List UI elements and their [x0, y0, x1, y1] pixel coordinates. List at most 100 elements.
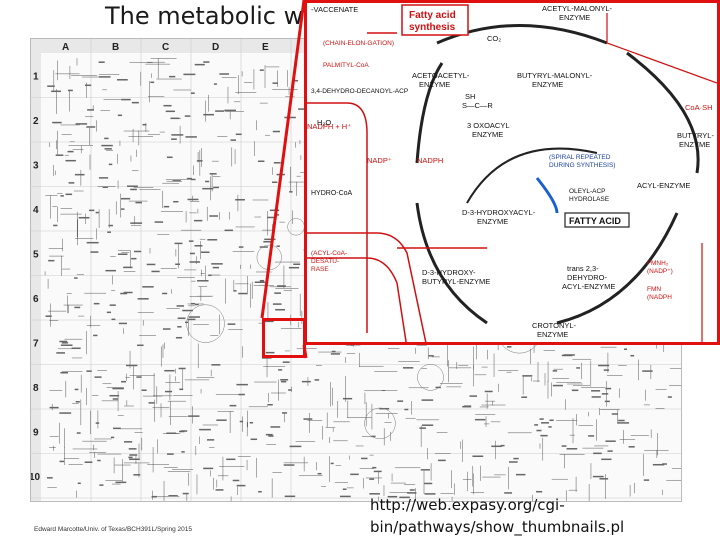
pathway-compound-label	[60, 371, 68, 374]
pathway-compound-label	[369, 493, 380, 495]
pathway-compound-label	[230, 139, 237, 141]
pathway-compound-label	[276, 173, 285, 176]
pathway-compound-label	[124, 441, 133, 443]
pathway-compound-label	[75, 401, 80, 403]
zoom-source-highlight	[262, 318, 306, 358]
pathway-compound-label	[74, 173, 85, 176]
dehydroacyl-label-3: ACYL-ENZYME	[562, 282, 615, 291]
column-label: A	[62, 42, 69, 53]
pathway-compound-label	[599, 478, 609, 480]
pathway-compound-label	[397, 400, 404, 402]
pathway-compound-label	[59, 340, 68, 343]
pathway-compound-label	[236, 484, 246, 487]
nadp-label: NADP⁺	[367, 156, 392, 165]
pathway-compound-label	[170, 117, 180, 120]
pathway-compound-label	[121, 380, 127, 383]
pathway-compound-label	[106, 311, 112, 314]
pathway-compound-label	[402, 367, 414, 369]
pathway-compound-label	[194, 245, 203, 247]
pathway-compound-label	[76, 432, 81, 434]
slide-title: The metabolic wa	[105, 2, 318, 30]
row-label: 6	[33, 294, 39, 305]
pathway-compound-label	[117, 114, 123, 117]
pathway-compound-label	[47, 85, 55, 87]
pathway-compound-label	[189, 252, 195, 255]
pathway-compound-label	[515, 473, 526, 476]
pathway-compound-label	[162, 328, 171, 330]
pathway-compound-label	[111, 318, 116, 321]
pathway-compound-label	[110, 436, 115, 439]
pathway-compound-label	[118, 322, 127, 325]
pathway-compound-label	[190, 302, 196, 305]
pathway-compound-label	[604, 400, 610, 403]
pathway-compound-label	[65, 159, 76, 162]
pathway-compound-label	[618, 419, 625, 422]
pathway-compound-label	[534, 424, 539, 426]
pathway-compound-label	[120, 208, 125, 210]
fatty-acid-synthesis-zoom: Fatty acid synthesis FATTY ACID -VACCENA…	[304, 0, 720, 345]
cycle-arc-left	[415, 202, 488, 325]
pathway-compound-label	[607, 450, 613, 452]
red-reaction-line-1	[307, 102, 368, 333]
oleyl-label-1: OLEYL-ACP	[569, 188, 606, 195]
pathway-compound-label	[207, 439, 215, 441]
fatty-acid-product-box	[564, 212, 630, 228]
pathway-compound-label	[404, 408, 409, 411]
pathway-compound-label	[97, 459, 101, 462]
pathway-compound-label	[624, 348, 628, 350]
pathway-compound-label	[592, 475, 604, 478]
pathway-compound-label	[102, 186, 108, 189]
pathway-compound-label	[238, 393, 245, 396]
crotonyl-label-2: ENZYME	[537, 330, 568, 339]
pathway-compound-label	[628, 446, 635, 448]
pathway-compound-label	[74, 306, 81, 309]
pathway-compound-label	[94, 376, 102, 378]
pathway-compound-label	[93, 334, 98, 337]
pathway-compound-label	[166, 432, 177, 434]
pathway-compound-label	[227, 323, 236, 325]
pathway-compound-label	[224, 109, 237, 112]
pathway-compound-label	[424, 493, 436, 495]
pathway-compound-label	[238, 246, 244, 248]
pathway-compound-label	[409, 489, 415, 491]
pathway-compound-label	[289, 445, 302, 448]
pathway-compound-label	[667, 396, 672, 398]
acyl-enzyme-label: ACYL-ENZYME	[637, 181, 690, 190]
pathway-compound-label	[536, 490, 543, 493]
acetyl-malonyl-label-2: ENZYME	[559, 13, 590, 22]
pathway-compound-label	[45, 315, 52, 317]
fmn-label: FMN	[647, 286, 661, 293]
pathway-compound-label	[126, 364, 138, 367]
pathway-compound-label	[278, 369, 283, 371]
pathway-compound-label	[265, 433, 273, 436]
pathway-compound-label	[642, 370, 653, 372]
pathway-compound-label	[275, 308, 285, 311]
pathway-compound-label	[117, 253, 128, 255]
pathway-compound-label	[135, 201, 142, 204]
pathway-compound-label	[369, 478, 375, 480]
pathway-compound-label	[95, 211, 99, 214]
co2-label: CO₂	[487, 34, 501, 43]
pathway-compound-label	[60, 344, 73, 346]
row-label: 9	[33, 427, 39, 438]
pathway-compound-label	[182, 492, 189, 495]
pathway-compound-label	[268, 435, 274, 437]
pathway-compound-label	[420, 469, 430, 471]
pathway-compound-label	[576, 367, 580, 369]
dehydroacyl-label-1: trans 2,3-	[567, 264, 599, 273]
pathway-compound-label	[128, 456, 133, 459]
h2o-label: H₂O	[317, 118, 331, 127]
pathway-compound-label	[284, 116, 296, 119]
pathway-compound-label	[269, 209, 280, 212]
pathway-compound-label	[131, 101, 139, 104]
hydroxybutyryl-label-2: BUTYRYL-ENZYME	[422, 277, 490, 286]
pathway-compound-label	[179, 388, 184, 391]
row-header-bar	[31, 39, 41, 501]
pathway-compound-label	[71, 347, 81, 350]
pathway-compound-label	[407, 492, 417, 494]
pathway-compound-label	[121, 98, 131, 101]
pathway-compound-label	[107, 231, 111, 233]
pathway-compound-label	[174, 242, 183, 245]
pathway-compound-label	[272, 181, 278, 184]
pathway-compound-label	[484, 390, 493, 393]
